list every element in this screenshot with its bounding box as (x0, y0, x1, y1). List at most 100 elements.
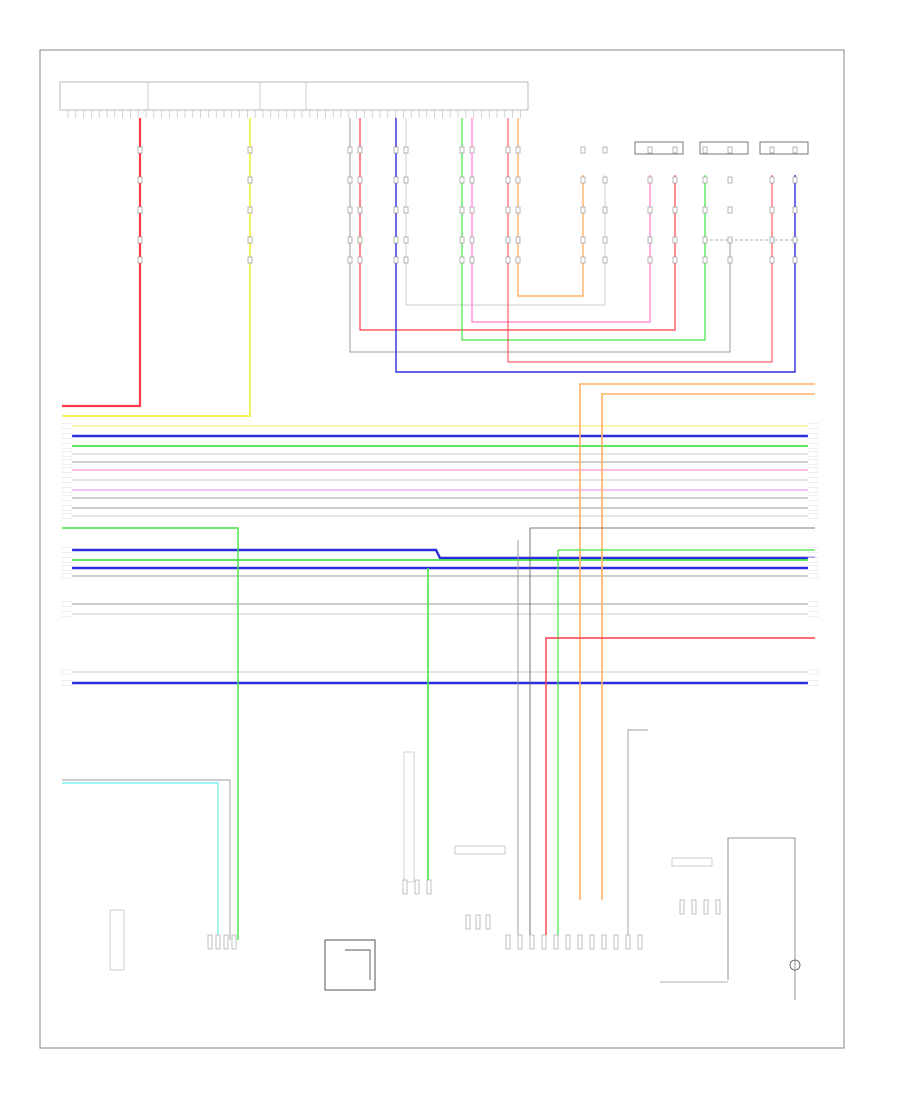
connector-stub (672, 236, 678, 244)
connector-stub (769, 176, 775, 184)
bus-wire-tag-left (61, 611, 73, 617)
bus-wire-tag-left (61, 443, 73, 449)
connector-stub (702, 146, 708, 154)
bus-wire-tag-right (807, 565, 819, 571)
connector-stub (792, 146, 798, 154)
bottom-pin (625, 934, 631, 950)
bus-wire-tag-left (61, 547, 73, 553)
right-orange-risers (579, 383, 815, 900)
wire-blue-top (395, 118, 796, 373)
bottom-connector-pins (207, 879, 721, 950)
center-component-box (324, 939, 376, 991)
bottom-pin (589, 934, 595, 950)
connector-stub (469, 236, 475, 244)
connector-stub (727, 176, 733, 184)
connector-stub (515, 256, 521, 264)
bus-wire-tag-right (807, 557, 819, 563)
bus-wire-tag-left (61, 433, 73, 439)
bus-wire-tag-left (61, 557, 73, 563)
bottom-pin (215, 934, 221, 950)
connector-stub (469, 146, 475, 154)
bottom-pin (553, 934, 559, 950)
bus-wire-tag-left (61, 477, 73, 483)
connector-stub (580, 206, 586, 214)
connector-stub (769, 256, 775, 264)
connector-stub (515, 146, 521, 154)
connector-stub (647, 146, 653, 154)
connector-stub (602, 206, 608, 214)
connector-stub (357, 256, 363, 264)
connector-stub (702, 206, 708, 214)
connector-stub (403, 236, 409, 244)
connector-stub (580, 256, 586, 264)
diagram-frame (39, 49, 845, 1049)
bottom-pin (565, 934, 571, 950)
bottom-pin (601, 934, 607, 950)
connector-stub (602, 236, 608, 244)
connector-stub (672, 256, 678, 264)
wire-red-top-left (62, 118, 142, 408)
bus-wire-tag-right (807, 669, 819, 675)
component-boxes-top-right (634, 141, 809, 241)
bus-wire-tag-right (807, 601, 819, 607)
horizontal-bus (61, 423, 819, 686)
bus-wire-tag-left (61, 451, 73, 457)
bus-wire-tag-left (61, 459, 73, 465)
connector-stub (459, 256, 465, 264)
connector-stub (347, 176, 353, 184)
bus-wire-tag-right (807, 680, 819, 686)
connector-stub (580, 176, 586, 184)
bus-wire-tag-left (61, 601, 73, 607)
bus-wire-tag-left (61, 487, 73, 493)
connector-stub (469, 206, 475, 214)
connector-stub (247, 236, 253, 244)
bus-wire-tag-left (61, 573, 73, 579)
connector-stub (505, 146, 511, 154)
bus-wire-tag-left (61, 669, 73, 675)
connector-stub (247, 176, 253, 184)
connector-stub (505, 176, 511, 184)
connector-stub (247, 206, 253, 214)
connector-stub (672, 176, 678, 184)
bus-wire-tag-right (807, 423, 819, 429)
connector-stub (647, 176, 653, 184)
connector-stub (580, 236, 586, 244)
bottom-pin (505, 934, 511, 950)
connector-stub (727, 236, 733, 244)
connector-stub (393, 146, 399, 154)
top-vertical-wires (62, 118, 796, 417)
bottom-pin (414, 879, 420, 895)
bus-wire-tag-right (807, 451, 819, 457)
connector-stub (459, 236, 465, 244)
connector-stub (357, 146, 363, 154)
connector-stub (403, 256, 409, 264)
bottom-pin (231, 934, 237, 950)
connector-stub (792, 176, 798, 184)
connector-stub (769, 236, 775, 244)
bottom-pin (703, 899, 709, 915)
connector-stub (357, 206, 363, 214)
bus-wire-tag-left (61, 513, 73, 519)
bottom-pin (613, 934, 619, 950)
connector-stub (137, 146, 143, 154)
connector-stub (702, 176, 708, 184)
connector-stub (602, 256, 608, 264)
connector-stub (393, 206, 399, 214)
bus-wire-tag-right (807, 611, 819, 617)
bus-wire-tag-left (61, 680, 73, 686)
connector-stub (647, 206, 653, 214)
bus-wire-tag-right (807, 505, 819, 511)
bus-wire (62, 548, 815, 560)
bus-wire-tag-left (61, 505, 73, 511)
bottom-pin (402, 879, 408, 895)
bus-wire-tag-right (807, 433, 819, 439)
connector-stub (393, 176, 399, 184)
connector-stub (403, 206, 409, 214)
connector-stub (769, 206, 775, 214)
connector-stubs (137, 146, 798, 264)
bus-wire-tag-left (61, 423, 73, 429)
connector-stub (247, 146, 253, 154)
connector-stub (515, 206, 521, 214)
bottom-pin (517, 934, 523, 950)
connector-stub (347, 146, 353, 154)
